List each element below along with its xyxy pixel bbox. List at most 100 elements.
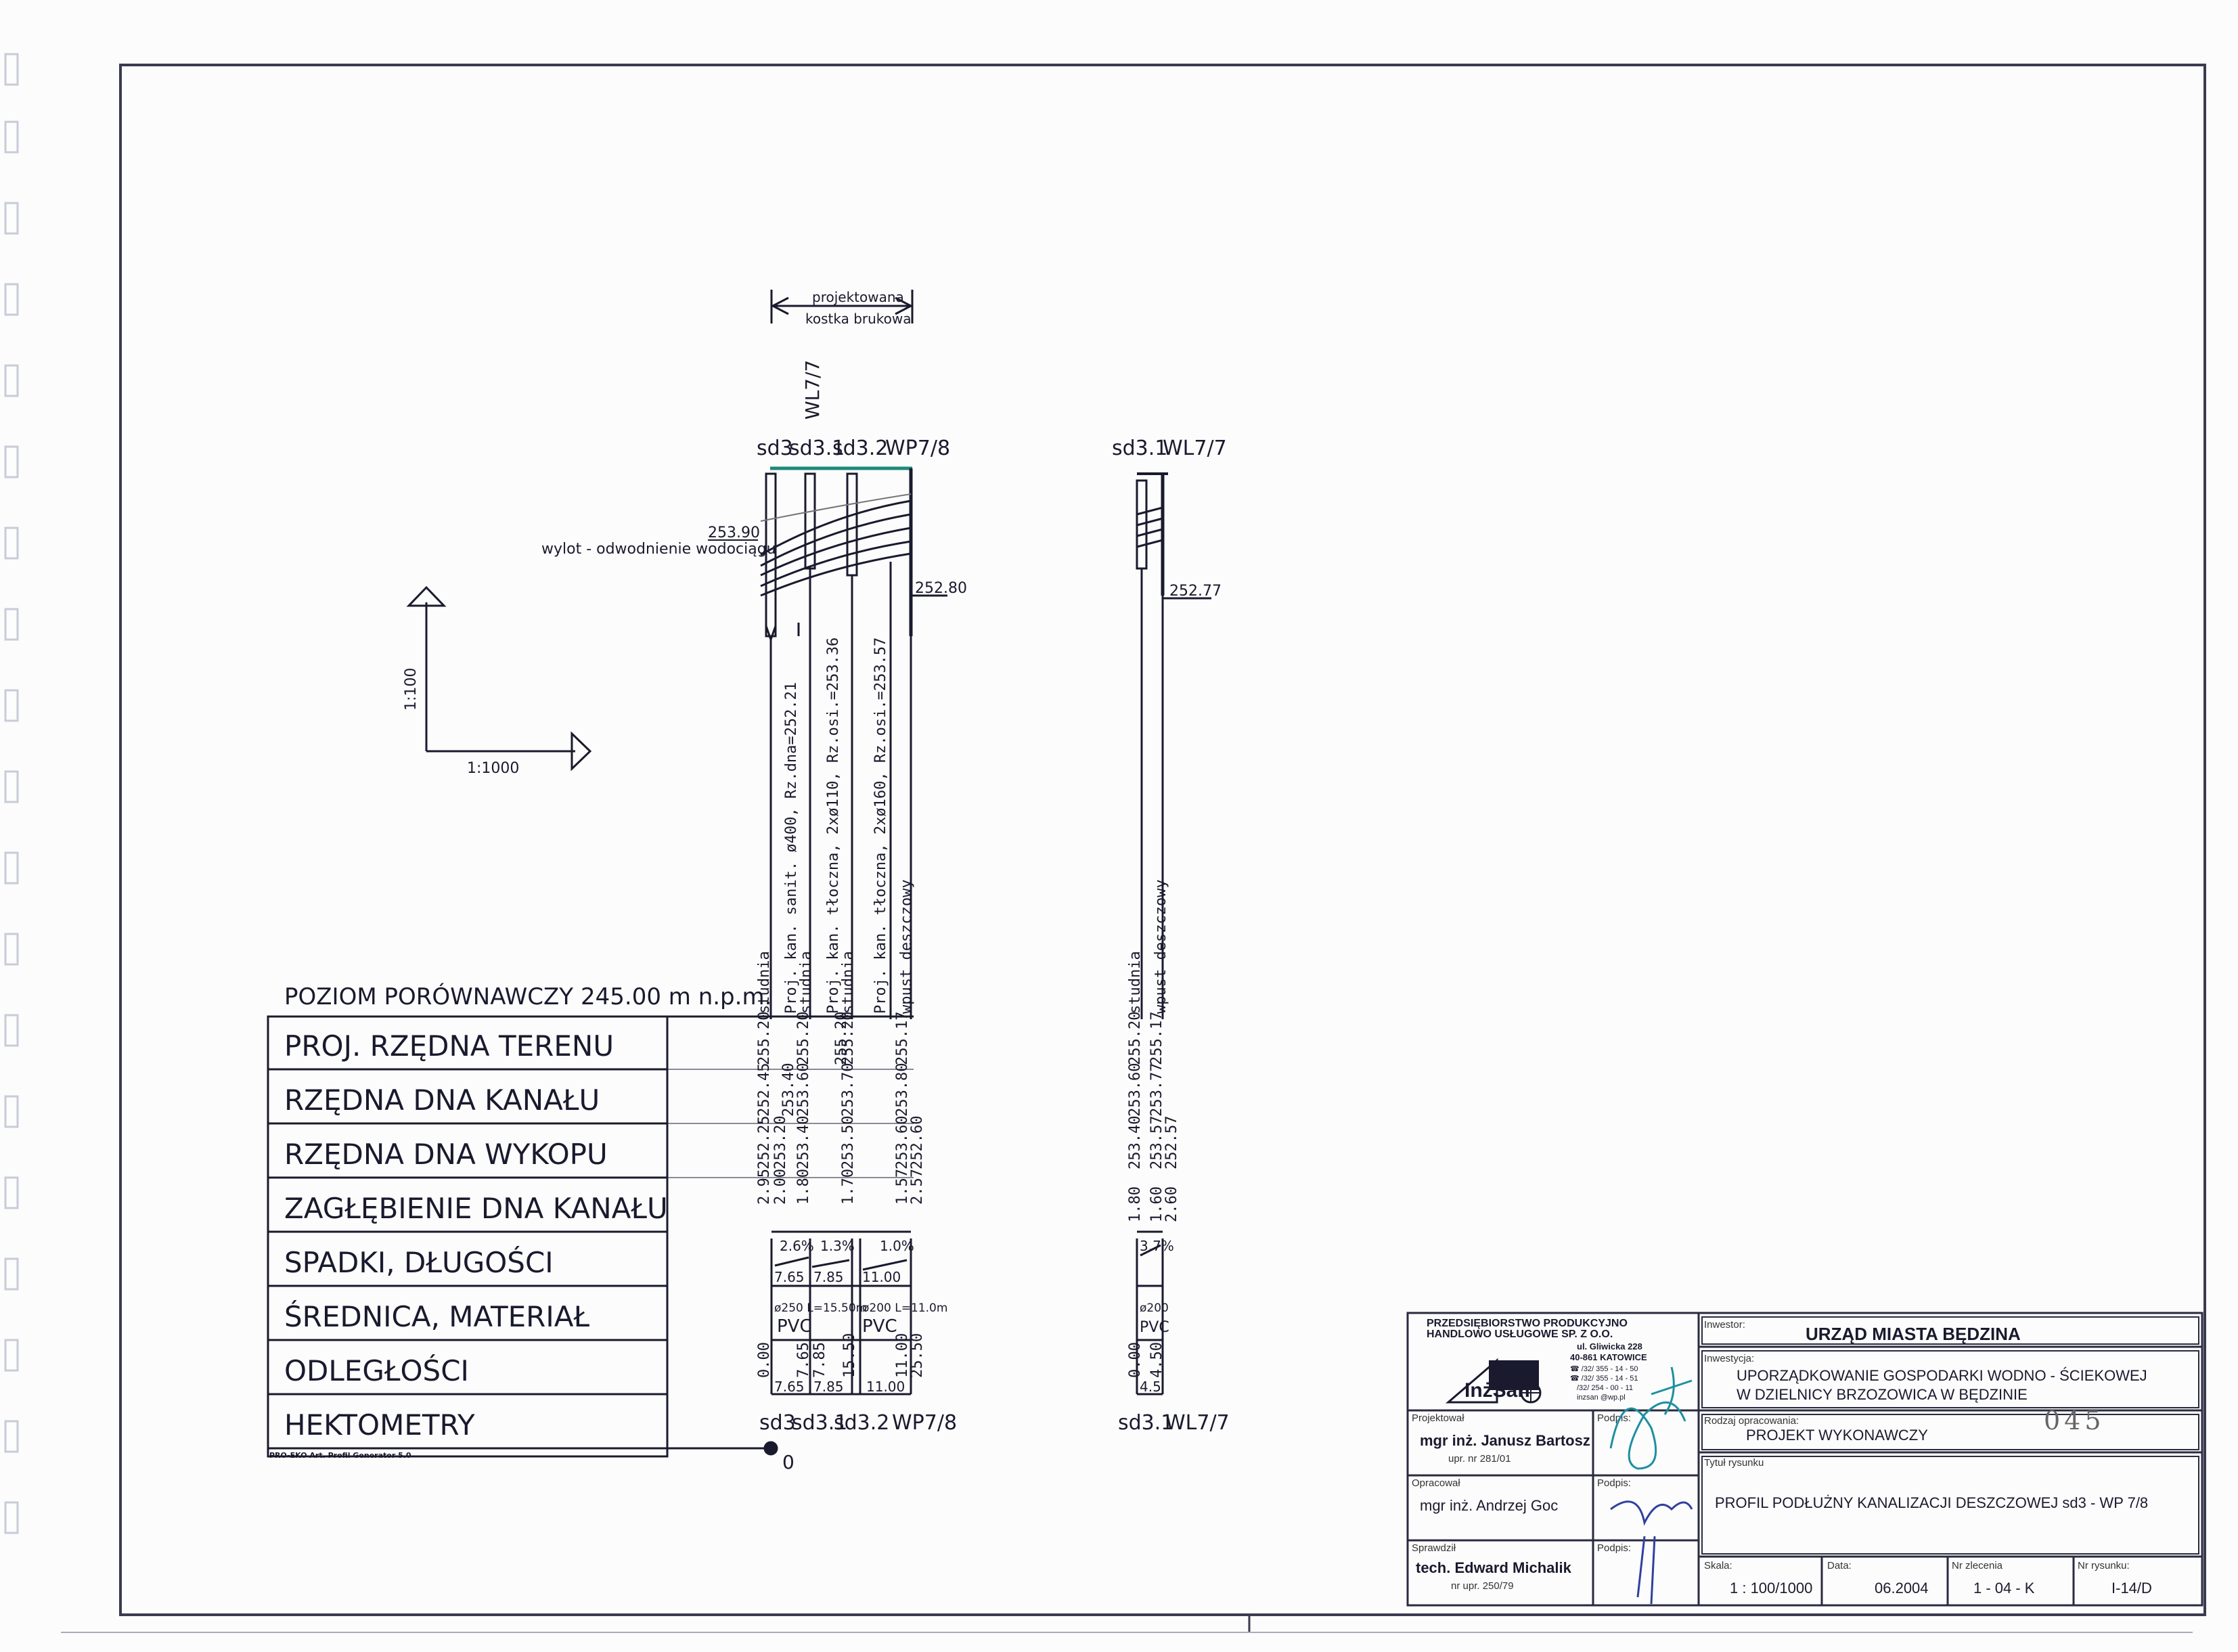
scale-vertical: 1:100	[403, 668, 420, 711]
wl77-vertical-label: WL7/7	[801, 360, 824, 420]
drawing-title-value: PROFIL PODŁUŻNY KANALIZACJI DESZCZOWEJ s…	[1715, 1494, 2148, 1511]
right-profile-geometry	[1136, 472, 1211, 1019]
l4-dist: 15.50	[841, 1333, 858, 1378]
station-top-right-wl77: WL7/7	[1163, 437, 1227, 460]
station-bottom-sd3-2: sd3.2	[834, 1411, 889, 1435]
binder-holes	[4, 53, 19, 1534]
r2-depth: 1.60	[1148, 1186, 1165, 1222]
scale-axes	[406, 585, 592, 772]
hecto-length-1: 7.65	[774, 1379, 805, 1395]
l5-canal: 253.80	[894, 1063, 911, 1117]
address-5: /32/ 254 - 00 - 11	[1577, 1384, 1633, 1392]
left-slope-length-values: 2.6% 1.3% 1.0% 7.65 7.85 11.00 ø250 L=15…	[774, 1238, 947, 1395]
outlet-elevation: 253.90	[708, 524, 760, 541]
l2-dist: 7.65	[795, 1342, 812, 1378]
hecto-length-2: 7.85	[813, 1379, 844, 1395]
right-slope-values: 3.7% ø200 PVC 4.5	[1140, 1238, 1174, 1395]
date-value: 06.2004	[1875, 1580, 1929, 1597]
length-2: 7.85	[813, 1269, 844, 1285]
r1-dist: 0.00	[1127, 1342, 1144, 1378]
r1-trench: 253.40	[1127, 1116, 1144, 1169]
people-block: Projektował mgr inż. Janusz Bartosz upr.…	[1412, 1412, 1631, 1592]
drawing-title-label: Tytuł rysunku	[1704, 1457, 1764, 1469]
elevation-wl77: 252.77	[1169, 583, 1222, 600]
material-2: PVC	[862, 1316, 897, 1337]
l4-pipe-desc: Proj. kan. tłoczna, 2xø160, Rz.osi.=253.…	[872, 638, 889, 1014]
l2-pipe-desc: Proj. kan. sanit. ø400, Rz.dna=252.21	[783, 682, 800, 1014]
material-1: PVC	[777, 1316, 812, 1337]
slope-2: 1.3%	[820, 1238, 855, 1254]
company-line-2: HANDLOWO USŁUGOWE SP. Z O.O.	[1427, 1329, 1613, 1340]
l5-dist: 11.00	[894, 1333, 911, 1378]
scale-horizontal: 1:1000	[467, 760, 519, 777]
l1-terrain: 255.20	[756, 1012, 773, 1065]
elevation-wp78: 252.80	[915, 580, 967, 597]
kind-label: Rodzaj opracowania:	[1704, 1415, 1799, 1427]
address-6: inzsan @wp.pl	[1577, 1393, 1626, 1402]
r1-canal: 253.60	[1127, 1063, 1144, 1117]
l3-trench: 253.40	[795, 1116, 812, 1169]
slope-3: 1.0%	[880, 1238, 914, 1254]
row-label-channel-bottom: RZĘDNA DNA KANAŁU	[284, 1084, 600, 1117]
right-length: 4.5	[1140, 1379, 1161, 1395]
designer-name: mgr inż. Janusz Bartosz	[1420, 1432, 1590, 1449]
scale-value: 1 : 100/1000	[1730, 1580, 1812, 1597]
address-4: ☎ /32/ 355 - 14 - 51	[1570, 1375, 1638, 1383]
l1-studnia: studnia	[756, 951, 773, 1014]
r1-studnia: studnia	[1127, 951, 1144, 1014]
address-3: ☎ /32/ 355 - 14 - 50	[1570, 1365, 1638, 1373]
company-block: PRZEDSIĘBIORSTWO PRODUKCYJNO HANDLOWO US…	[1427, 1318, 1647, 1404]
hecto-length-3: 11.00	[866, 1379, 905, 1395]
length-1: 7.65	[774, 1269, 805, 1285]
zero-mark: 0	[782, 1451, 795, 1473]
address-1: ul. Gliwicka 228	[1577, 1341, 1642, 1352]
station-top-right-sd3-1: sd3.1	[1112, 437, 1167, 460]
station-top-sd3-1: sd3.1	[789, 437, 845, 460]
drawing-frame	[119, 64, 2206, 1616]
l1-depth: 2.95	[756, 1169, 773, 1205]
l4-terrain: 255.20	[840, 1012, 857, 1065]
right-profile-values: studnia 255.20 253.60 253.40 1.80 0.00 w…	[1127, 879, 1180, 1378]
l5-trench2: 252.60	[909, 1116, 926, 1169]
l3-terrain: 255.20	[833, 1012, 850, 1065]
station-top-sd3-2: sd3.2	[832, 437, 888, 460]
station-bottom-wp78: WP7/8	[892, 1411, 957, 1435]
station-bottom-sd3: sd3	[759, 1411, 796, 1435]
handwritten-signatures	[1609, 1366, 1693, 1605]
l3-pipe-desc: Proj. kan. tłoczna, 2xø110, Rz.osi.=253.…	[825, 638, 842, 1014]
station-top-sd3: sd3	[757, 437, 793, 460]
row-label-distances: ODLEGŁOŚCI	[284, 1354, 469, 1387]
l5-trench: 253.60	[894, 1116, 911, 1169]
investment-label: Inwestycja:	[1704, 1353, 1754, 1364]
table-row-labels: PROJ. RZĘDNA TERENU RZĘDNA DNA KANAŁU RZ…	[284, 1029, 668, 1442]
l2-studnia: studnia	[798, 951, 815, 1014]
checker-name: tech. Edward Michalik	[1416, 1559, 1572, 1576]
r2-dist: 4.50	[1148, 1342, 1165, 1378]
datum-label: POZIOM PORÓWNAWCZY	[284, 983, 573, 1010]
row-label-terrain: PROJ. RZĘDNA TERENU	[284, 1029, 614, 1063]
investor-value: URZĄD MIASTA BĘDZINA	[1806, 1324, 2021, 1344]
station-bottom-right-wl77: WL7/7	[1165, 1411, 1230, 1435]
date-label: Data:	[1827, 1560, 1852, 1571]
profile-table	[267, 1015, 1164, 1458]
l2-terrain: 255.20	[795, 1012, 812, 1065]
drawing-no-value: I-14/D	[2111, 1580, 2152, 1597]
r1-terrain: 255.20	[1127, 1012, 1144, 1065]
l1-trench: 252.25	[756, 1116, 773, 1169]
drafter-sign-label: Podpis:	[1597, 1477, 1631, 1489]
project-fields: Inwestor: URZĄD MIASTA BĘDZINA Inwestycj…	[1704, 1319, 2152, 1597]
row-label-slopes: SPADKI, DŁUGOŚCI	[284, 1245, 554, 1279]
outlet-label: wylot - odwodnienie wodociągu	[541, 541, 776, 558]
r1-depth: 1.80	[1127, 1186, 1144, 1222]
l2-canal-b: 253.20	[772, 1116, 789, 1169]
r2-terrain: 255.17	[1148, 1012, 1165, 1065]
l5-terrain: 255.17	[894, 1012, 911, 1065]
r2-canal: 253.77	[1148, 1063, 1165, 1117]
diameter-2: ø200 L=11.0m	[862, 1301, 947, 1315]
drafter-name: mgr inż. Andrzej Goc	[1420, 1497, 1558, 1514]
stamp-number: 045	[2044, 1406, 2105, 1435]
l5-dist2: 25.50	[909, 1333, 926, 1378]
station-bottom-sd3-1: sd3.1	[792, 1411, 847, 1435]
l2-canal: 253.40	[780, 1063, 797, 1117]
l5-depth2: 2.57	[909, 1169, 926, 1205]
